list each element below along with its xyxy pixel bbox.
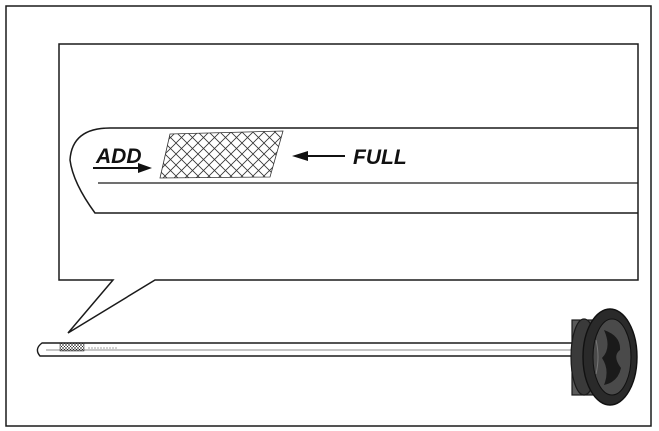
full-label: FULL [353, 146, 407, 169]
callout-box [58, 43, 639, 334]
dipstick-cap [570, 308, 638, 406]
add-label: ADD [95, 145, 142, 168]
arrow-right-icon [93, 163, 152, 173]
crosshatch-pattern [159, 130, 284, 179]
magnified-blade [69, 127, 638, 214]
arrow-left-icon [292, 151, 345, 161]
blade-outline [69, 127, 638, 214]
dipstick-shaft [36, 342, 590, 357]
